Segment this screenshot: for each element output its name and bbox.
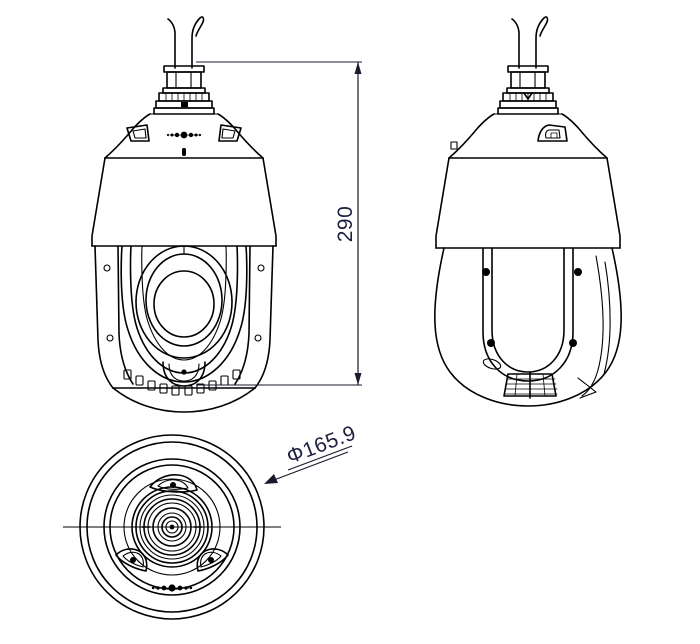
diameter-underline	[287, 445, 353, 471]
front-view-cable-icon	[167, 16, 205, 69]
diameter-leader-arrow	[264, 474, 278, 484]
side-view-mount-bracket	[493, 65, 563, 115]
front-view-vent-detail-left	[126, 124, 150, 142]
front-view-lens	[135, 245, 233, 359]
side-view-cooling-vent	[503, 371, 558, 399]
side-view-lower-facet	[577, 377, 597, 399]
side-view-edge-tab	[450, 141, 458, 150]
bottom-view	[63, 434, 281, 620]
side-view-side-plate	[581, 255, 611, 397]
front-view-vent-detail-right	[218, 124, 242, 142]
side-view	[434, 16, 622, 407]
front-view	[91, 16, 277, 413]
front-view-dome-shell	[104, 113, 264, 159]
diameter-leader-line	[265, 451, 349, 484]
front-view-indicator-led	[182, 148, 186, 156]
bottom-view-sensor-strip	[151, 584, 193, 592]
front-view-mount-bracket	[149, 65, 219, 115]
side-view-yoke-outer	[434, 247, 622, 407]
side-view-oval-vent	[482, 358, 502, 370]
front-view-tilt-detail	[162, 361, 206, 387]
bottom-view-detail-left	[115, 548, 148, 572]
side-view-cradle	[482, 247, 574, 382]
front-view-sensor-strip	[166, 131, 202, 139]
bottom-view-detail-top	[149, 474, 198, 493]
diameter-dimension: Φ165.9	[264, 421, 359, 484]
side-view-screws	[482, 268, 582, 347]
front-view-camera-module	[120, 245, 248, 383]
front-view-ir-led-row	[112, 369, 256, 413]
side-view-dome-body	[435, 157, 621, 249]
front-view-yoke-arm-right	[234, 245, 274, 389]
front-view-yoke-arm-left	[94, 245, 134, 389]
side-view-port-detail	[537, 124, 568, 142]
side-view-cable-icon	[511, 16, 549, 69]
height-dim-arrow-bottom	[354, 373, 362, 385]
height-dimension-label: 290	[334, 206, 357, 243]
height-dimension: 290	[196, 61, 362, 386]
height-dim-arrow-top	[354, 62, 362, 74]
front-view-dome-body	[91, 157, 277, 247]
bottom-view-detail-right	[196, 548, 229, 572]
side-view-dome-shell	[448, 113, 608, 159]
